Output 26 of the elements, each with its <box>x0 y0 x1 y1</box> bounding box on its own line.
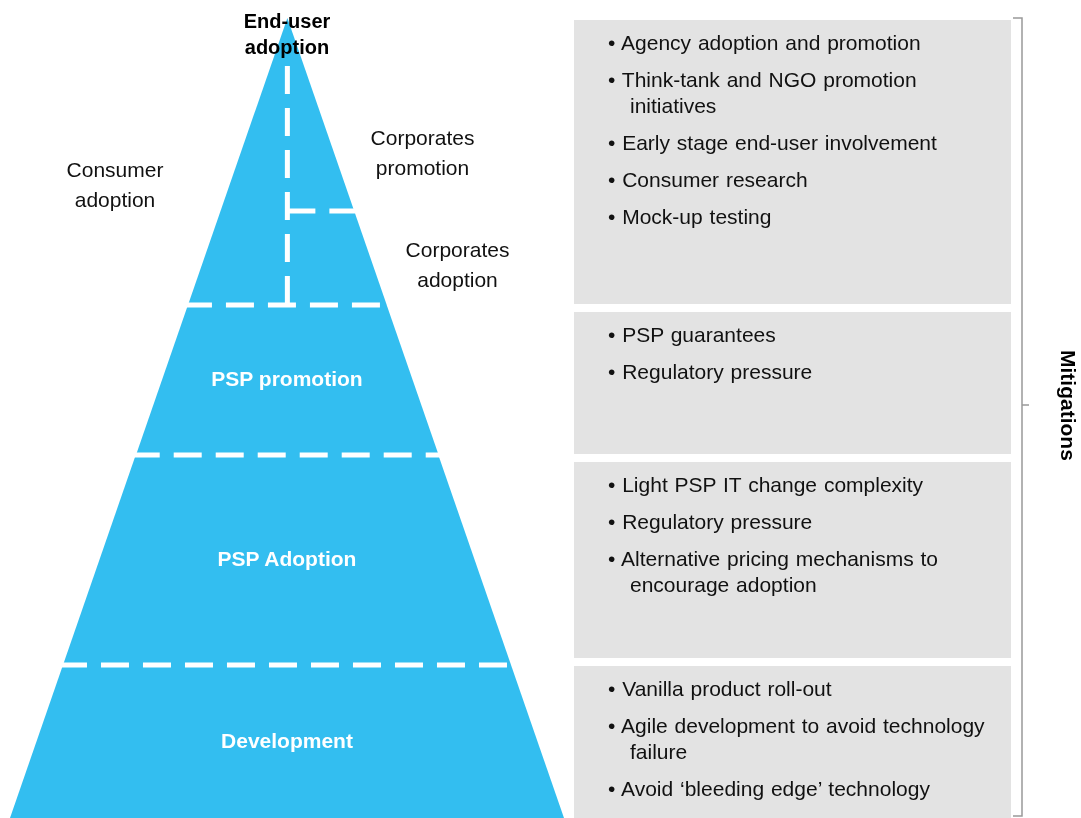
list-item: • Agency adoption and promotion <box>608 30 922 56</box>
list-item: • Mock-up testing <box>608 204 773 230</box>
region-label: Consumer adoption <box>65 157 165 213</box>
list-item: • Agile development to avoid technology failure <box>608 713 986 765</box>
list-item: • PSP guarantees <box>608 322 777 348</box>
band-label: PSP Adoption <box>216 547 358 571</box>
region-label: Corporates adoption <box>404 237 511 293</box>
pyramid-band <box>135 305 439 455</box>
mitigation-panel <box>574 462 1011 658</box>
list-item: • Alternative pricing mechanisms to encourage adoption <box>608 546 939 598</box>
list-item: • Think-tank and NGO promotion initiatives <box>608 67 918 119</box>
band-label: PSP promotion <box>210 367 364 391</box>
band-label: Development <box>220 728 354 753</box>
list-item: • Consumer research <box>608 167 809 193</box>
region-label: Corporates promotion <box>369 125 476 181</box>
mitigation-panel <box>574 312 1011 454</box>
list-item: • Light PSP IT change complexity <box>608 472 925 498</box>
list-item: • Vanilla product roll-out <box>608 676 833 702</box>
list-item: • Regulatory pressure <box>608 509 814 535</box>
bracket-label: Mitigations <box>1056 350 1080 461</box>
mitigation-panel <box>574 666 1011 818</box>
pyramid-band <box>10 665 564 818</box>
list-item: • Avoid ‘bleeding edge’ technology <box>608 776 931 802</box>
mitigation-panel <box>574 20 1011 304</box>
list-item: • Early stage end-user involvement <box>608 130 938 156</box>
list-item: • Regulatory pressure <box>608 359 814 385</box>
